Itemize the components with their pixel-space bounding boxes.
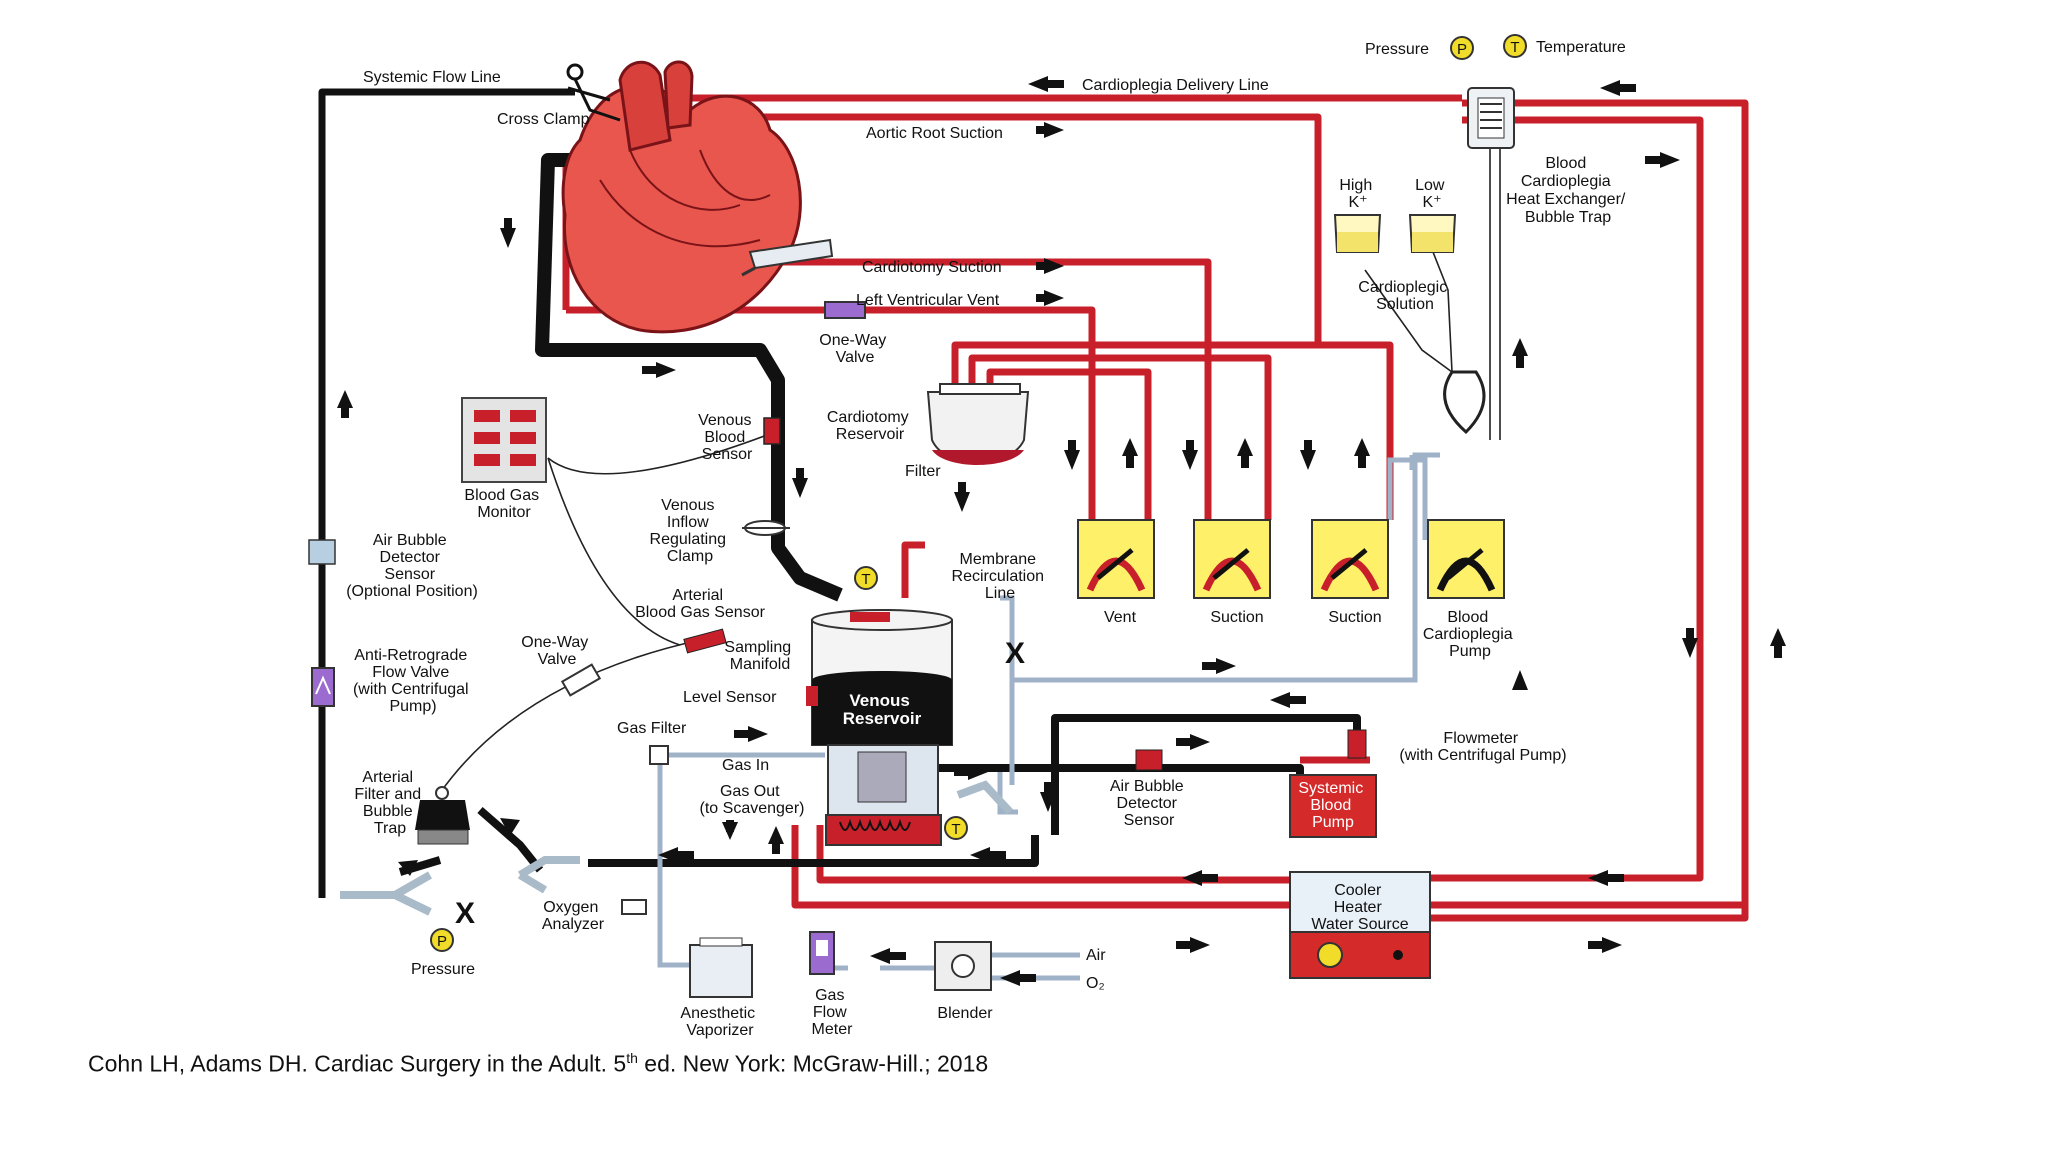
cooler-heater-label: Cooler Heater Water Source (1311, 882, 1408, 933)
cardioplegic-bags (1333, 214, 1457, 253)
pressure-top-label: Pressure (1365, 41, 1429, 58)
level-sensor (806, 686, 818, 706)
venous-inflow-clamp (742, 520, 790, 536)
air-label: Air (1086, 947, 1106, 964)
venous-inflow-clamp-label: Venous Inflow Regulating Clamp (650, 497, 731, 565)
cooler-heater (1289, 871, 1431, 979)
gas-flow-meter-label: Gas Flow Meter (812, 987, 854, 1038)
gas-flow-meter (809, 931, 835, 975)
venous-reservoir (811, 609, 953, 746)
gas-lines (657, 452, 1440, 981)
suction-pump-1-label: Suction (1210, 609, 1263, 626)
anti-retrograde-valve (311, 667, 335, 707)
gas-in-label: Gas In (722, 757, 769, 774)
pressure-bottom-label: Pressure (411, 961, 475, 978)
flowmeter-label: Flowmeter (with Centrifugal Pump) (1399, 730, 1566, 764)
arterial-blood-gas-sensor-label: Arterial Blood Gas Sensor (635, 587, 766, 621)
cardioplegia-heat-exchanger (1467, 87, 1515, 149)
cross-clamp-label: Cross Clamp (497, 111, 590, 128)
low-k-label: Low K⁺ (1415, 177, 1449, 211)
blood-gas-monitor-label: Blood Gas Monitor (464, 487, 543, 521)
gas-filter-label: Gas Filter (617, 720, 687, 737)
sampling-manifold-label: Sampling Manifold (724, 639, 795, 673)
pressure-sensor-bottom (430, 928, 454, 952)
air-bubble-detector-mid-label: Air Bubble Detector Sensor (1110, 778, 1188, 829)
cardiotomy-suction-wand (741, 238, 834, 277)
suction-pump-2-label: Suction (1328, 609, 1381, 626)
air-bubble-detector-left-label: Air Bubble Detector Sensor (Optional Pos… (346, 532, 478, 600)
cardiotomy-reservoir-label: Cardiotomy Reservoir (827, 409, 913, 443)
anesthetic-vaporizer (689, 937, 753, 998)
y-connectors (340, 780, 1013, 916)
heat-exchanger-label: Blood Cardioplegia Heat Exchanger/ Bubbl… (1506, 155, 1630, 226)
systemic-flow-line-label: Systemic Flow Line (363, 69, 501, 86)
level-sensor-label: Level Sensor (683, 689, 777, 706)
high-k-label: High K⁺ (1339, 177, 1376, 211)
one-way-valve-top (824, 301, 866, 319)
temperature-top-label: Temperature (1536, 39, 1626, 56)
oxygenator (825, 744, 942, 846)
systemic-blood-pump (1289, 774, 1377, 838)
blood-gas-monitor (461, 397, 547, 483)
arterial-filter-label: Arterial Filter and Bubble Trap (354, 769, 425, 837)
cardiotomy-suction-label: Cardiotomy Suction (862, 259, 1002, 276)
vent-pump-label: Vent (1104, 609, 1137, 626)
air-bubble-detector-left (308, 539, 336, 565)
cross-clamp (566, 63, 621, 122)
filter-label: Filter (905, 463, 941, 480)
gas-filter (649, 745, 669, 765)
one-way-valve-top-label: One-Way Valve (819, 332, 890, 366)
blood-cardioplegia-pump-label: Blood Cardioplegia Pump (1423, 609, 1517, 660)
arterial-blood-gas-sensor (683, 628, 727, 654)
aortic-root-suction-label: Aortic Root Suction (866, 125, 1003, 142)
gas-out-label: Gas Out (to Scavenger) (700, 783, 805, 817)
anti-retrograde-valve-label: Anti-Retrograde Flow Valve (with Centrif… (353, 647, 473, 715)
systemic-blood-pump-label: Systemic Blood Pump (1298, 780, 1367, 831)
o2-label: O₂ (1086, 975, 1105, 992)
recirculation-clamp-x: X (1005, 637, 1025, 670)
roller-pumps (1077, 370, 1505, 599)
t-symbol: T (1510, 39, 1519, 56)
t-symbol: T (951, 821, 960, 838)
flowmeter (1347, 729, 1367, 759)
air-bubble-detector-mid (1135, 749, 1163, 771)
anesthetic-vaporizer-label: Anesthetic Vaporizer (680, 1005, 759, 1039)
blender-label: Blender (937, 1005, 993, 1022)
labels: Systemic Flow Line Cross Clamp Cardiople… (346, 39, 1630, 1039)
cardiotomy-reservoir (926, 383, 1030, 465)
one-way-valve-left (560, 663, 602, 697)
flow-arrows (337, 76, 1786, 986)
oxygen-analyzer (621, 899, 647, 915)
venous-blood-sensor-label: Venous Blood Sensor (698, 412, 756, 463)
cardioplegic-solution-label: Cardioplegic Solution (1358, 279, 1451, 313)
citation-superscript: th (626, 1050, 638, 1066)
membrane-recirculation-label: Membrane Recirculation Line (952, 551, 1049, 602)
left-ventricular-vent-label: Left Ventricular Vent (856, 292, 1000, 309)
p-symbol: P (437, 933, 447, 950)
bypass-clamp-x: X (455, 897, 475, 930)
venous-reservoir-label: Venous Reservoir (843, 691, 922, 728)
temperature-sensor-top (1503, 34, 1527, 58)
temperature-sensor-reservoir (854, 566, 878, 590)
citation-tail: ed. New York: McGraw-Hill.; 2018 (637, 1050, 989, 1077)
one-way-valve-left-label: One-Way Valve (521, 634, 592, 668)
arterial-filter (415, 786, 470, 845)
citation-main: Cohn LH, Adams DH. Cardiac Surgery in th… (88, 1050, 627, 1077)
heart-illustration (561, 60, 802, 334)
citation: Cohn LH, Adams DH. Cardiac Surgery in th… (88, 1050, 988, 1078)
pressure-sensor-top (1450, 36, 1474, 60)
p-symbol: P (1457, 41, 1467, 58)
t-symbol: T (861, 571, 870, 588)
temperature-sensor-oxygenator (944, 816, 968, 840)
oxygen-analyzer-label: Oxygen Analyzer (542, 899, 605, 933)
cardioplegia-delivery-line-label: Cardioplegia Delivery Line (1082, 77, 1269, 94)
blender (934, 941, 992, 991)
venous-blood-sensor (763, 417, 781, 445)
signal-wires (439, 108, 1501, 794)
